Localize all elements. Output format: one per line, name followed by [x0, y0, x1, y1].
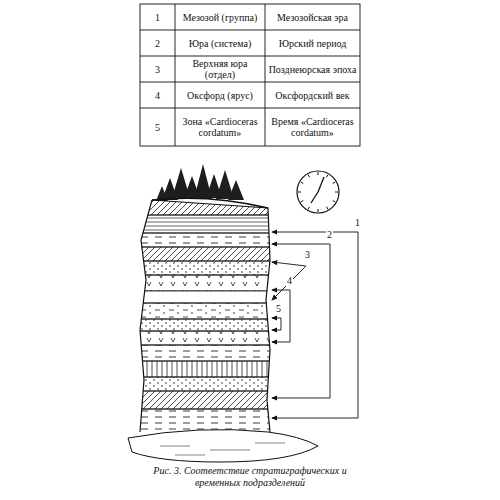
time-unit: Время «Cardioceras cordatum»: [265, 108, 360, 146]
callout-number: 1: [354, 218, 361, 228]
callout-number: 4: [286, 276, 293, 286]
stratigraphic-unit: Юра (система): [175, 30, 265, 56]
row-number: 3: [140, 56, 175, 82]
row-number: 1: [140, 4, 175, 30]
time-unit: Оксфордский век: [265, 82, 360, 108]
callout-number: 5: [275, 304, 282, 314]
stratigraphic-unit: Верхняя юра (отдел): [175, 56, 265, 82]
stratigraphic-unit: Мезозой (группа): [175, 4, 265, 30]
row-number: 5: [140, 108, 175, 146]
row-number: 2: [140, 30, 175, 56]
time-unit: Юрский период: [265, 30, 360, 56]
row-number: 4: [140, 82, 175, 108]
stratigraphic-unit: Оксфорд (ярус): [175, 82, 265, 108]
callout-number: 2: [326, 230, 333, 240]
stratigraphic-unit: Зона «Cardioceras cordatum»: [175, 108, 265, 146]
time-unit: Мезозойская эра: [265, 4, 360, 30]
callout-number: 3: [304, 250, 311, 260]
figure-caption: Рис. 3. Соответствие стратиграфических и…: [130, 465, 370, 488]
time-unit: Позднеюрская эпоха: [265, 56, 360, 82]
